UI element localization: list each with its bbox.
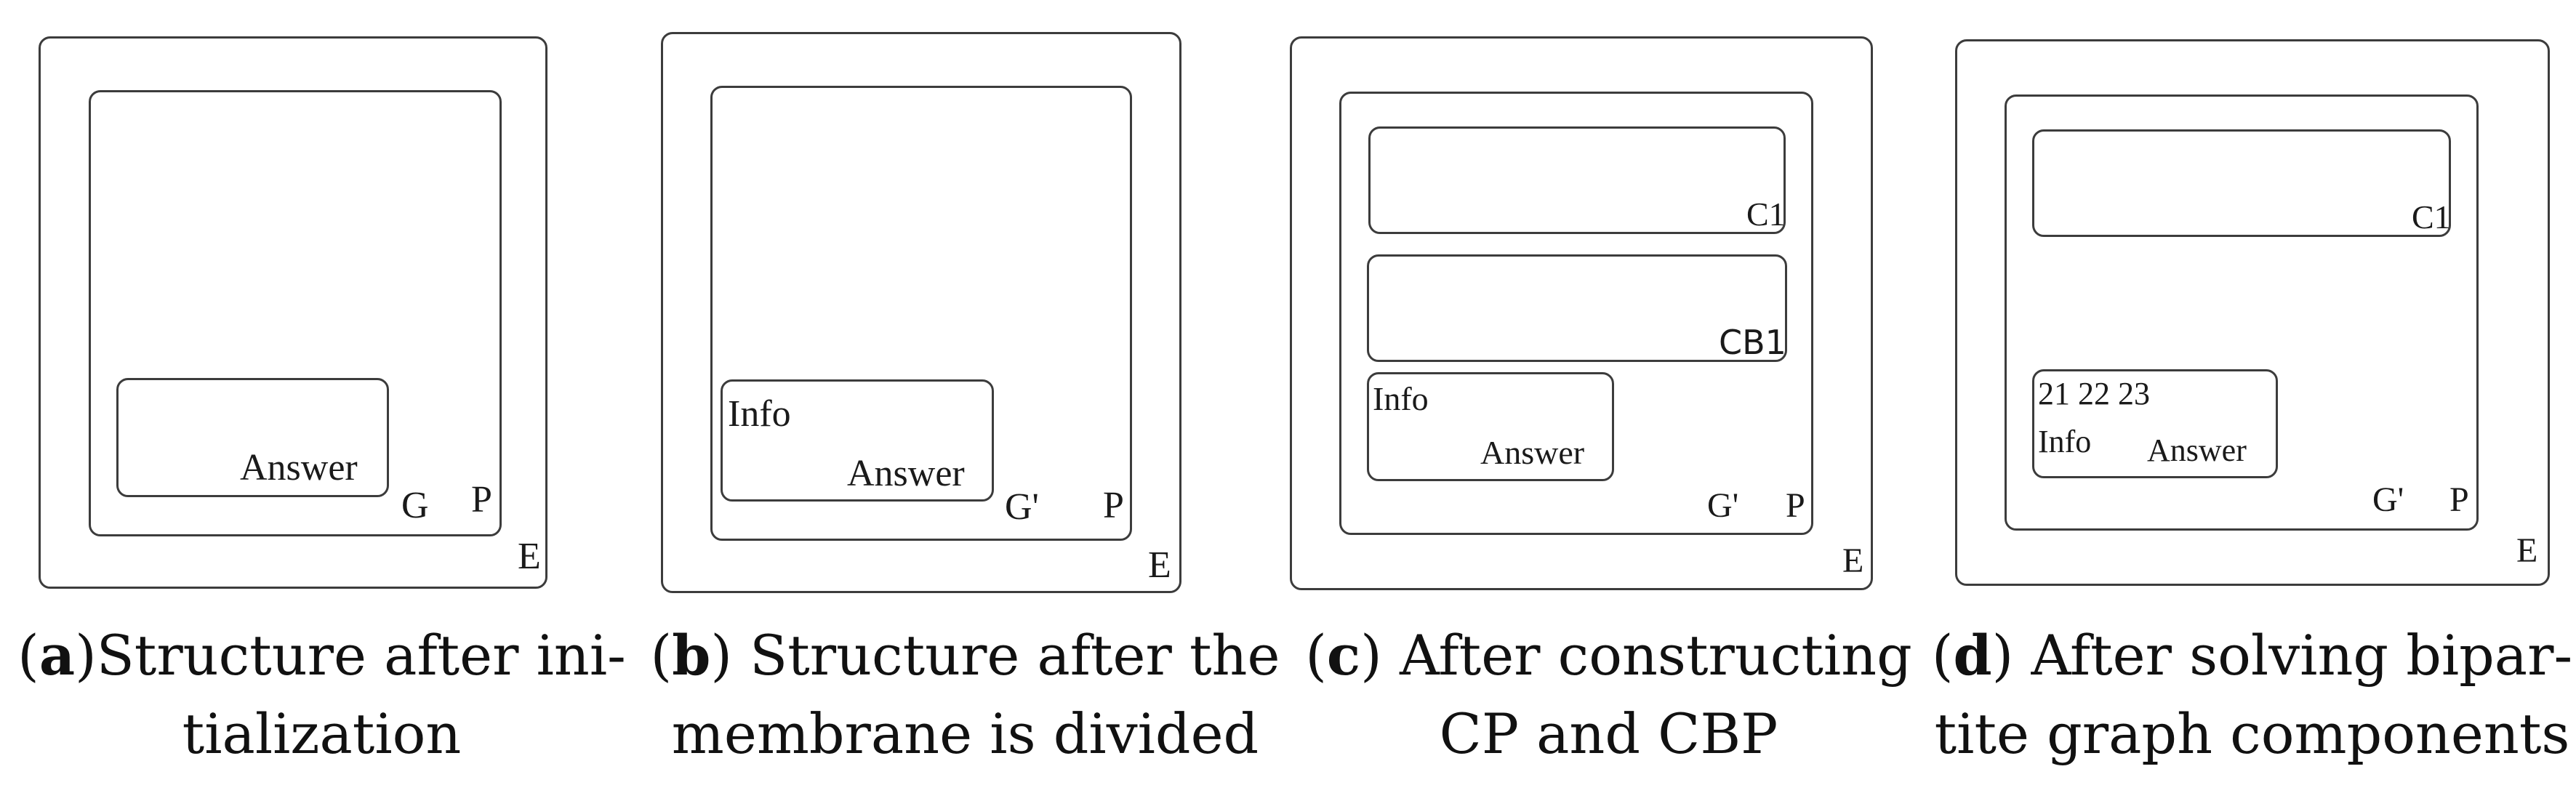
caption-b: (b) Structure after the membrane is divi… <box>643 616 1287 773</box>
panel-a: Answer G P E (a)Structure after ini- tia… <box>0 0 643 785</box>
caption-line2: tialization <box>182 701 462 766</box>
panel-c: C1 CB1 Info Answer G' P E (c) After cons… <box>1287 0 1930 785</box>
panel-d: C1 21 22 23 Info Answer G' P E (d) After… <box>1930 0 2574 785</box>
cb1-label: CB1 <box>1719 323 1786 362</box>
answer-membrane <box>1367 372 1614 481</box>
skin-membrane <box>89 90 502 536</box>
environment-membrane <box>1290 36 1873 590</box>
environment-membrane <box>1955 39 2550 586</box>
caption-open: ( <box>1305 623 1327 688</box>
caption-text: Structure after the <box>750 623 1280 688</box>
skin-membrane <box>710 86 1132 541</box>
environment-label: E <box>1842 542 1864 580</box>
skin-label: P <box>1786 486 1805 525</box>
answer-label: Answer <box>847 453 965 494</box>
caption-close: ) <box>1360 623 1400 688</box>
caption-letter: a <box>39 623 76 688</box>
c1-label: C1 <box>1746 196 1786 233</box>
skin-label: P <box>2449 480 2469 519</box>
caption-letter: b <box>672 623 711 688</box>
inner-label: G <box>401 485 429 526</box>
inner-label: G' <box>2372 480 2404 519</box>
caption-d: (d) After solving bipar- tite graph comp… <box>1930 616 2574 773</box>
environment-membrane <box>39 36 547 589</box>
caption-text: After solving bipar- <box>2031 623 2573 688</box>
cb1-membrane <box>1367 254 1787 362</box>
environment-membrane <box>661 32 1181 593</box>
skin-membrane <box>2005 94 2479 531</box>
panel-b: Info Answer G' P E (b) Structure after t… <box>643 0 1287 785</box>
environment-label: E <box>1148 544 1171 586</box>
caption-close: ) <box>1991 623 2031 688</box>
skin-label: P <box>1103 485 1124 526</box>
nums-label: 21 22 23 <box>2038 376 2150 411</box>
inner-label: G' <box>1005 486 1039 528</box>
c1-label: C1 <box>2412 198 2451 236</box>
caption-open: ( <box>650 623 673 688</box>
inner-label: G' <box>1707 486 1739 525</box>
caption-letter: d <box>1953 623 1992 688</box>
info-label: Info <box>728 393 791 435</box>
info-label: Info <box>1373 380 1429 417</box>
c1-membrane <box>2032 129 2451 237</box>
answer-membrane <box>2032 369 2278 478</box>
answer-membrane <box>116 378 389 497</box>
caption-close: ) <box>710 623 750 688</box>
caption-line2: tite graph components <box>1934 701 2570 766</box>
answer-label: Answer <box>240 447 358 488</box>
caption-close: ) <box>75 623 97 688</box>
caption-letter: c <box>1326 623 1361 688</box>
c1-membrane <box>1368 126 1786 234</box>
environment-label: E <box>2516 531 2538 570</box>
caption-line2: membrane is divided <box>671 701 1259 766</box>
answer-label: Answer <box>1480 434 1585 471</box>
caption-open: ( <box>17 623 39 688</box>
caption-a: (a)Structure after ini- tialization <box>0 616 643 773</box>
caption-c: (c) After constructing CP and CBP <box>1287 616 1930 773</box>
skin-membrane <box>1339 92 1813 535</box>
info-label: Info <box>2038 424 2092 459</box>
caption-text: After constructing <box>1399 623 1912 688</box>
answer-membrane <box>721 379 994 502</box>
caption-open: ( <box>1931 623 1954 688</box>
caption-line2: CP and CBP <box>1439 701 1778 766</box>
answer-label: Answer <box>2147 432 2247 468</box>
caption-text: Structure after ini- <box>96 623 626 688</box>
skin-label: P <box>471 479 492 520</box>
environment-label: E <box>518 536 541 577</box>
